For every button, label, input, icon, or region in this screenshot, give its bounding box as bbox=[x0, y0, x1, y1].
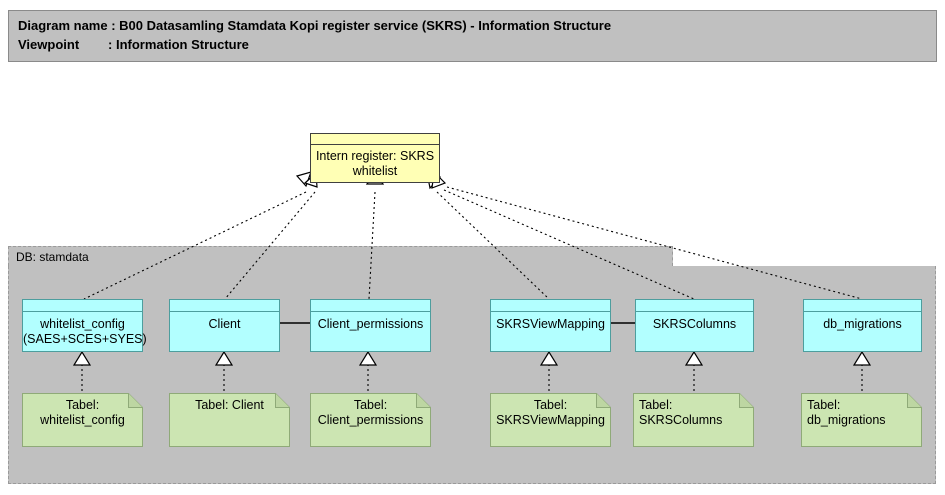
note-shape bbox=[310, 393, 431, 447]
note-label: Tabel: Client_permissions bbox=[317, 398, 424, 427]
diagram-header: Diagram name : B00 Datasamling Stamdata … bbox=[8, 10, 937, 62]
note-label: Tabel: Client bbox=[195, 398, 264, 412]
group-label: DB: stamdata bbox=[16, 250, 89, 264]
note-tabel-client-permissions[interactable]: Tabel: Client_permissions bbox=[310, 393, 431, 447]
node-client[interactable]: Client bbox=[169, 299, 280, 352]
node-header-strip bbox=[491, 300, 610, 312]
node-label: Client_permissions bbox=[317, 317, 424, 331]
node-label: db_migrations bbox=[823, 317, 902, 331]
note-label: Tabel: SKRSColumns bbox=[639, 398, 723, 427]
node-header-strip bbox=[636, 300, 753, 312]
node-header-strip bbox=[170, 300, 279, 312]
note-tabel-client[interactable]: Tabel: Client bbox=[169, 393, 290, 447]
note-shape bbox=[490, 393, 611, 447]
note-shape bbox=[633, 393, 754, 447]
note-label: Tabel: SKRSViewMapping bbox=[496, 398, 605, 427]
node-label: SKRSViewMapping bbox=[496, 317, 605, 331]
note-label: Tabel: db_migrations bbox=[807, 398, 886, 427]
node-client-permissions[interactable]: Client_permissions bbox=[310, 299, 431, 352]
viewpoint-line: Viewpoint : Information Structure bbox=[18, 37, 249, 52]
note-shape bbox=[169, 393, 290, 447]
node-skrsviewmapping[interactable]: SKRSViewMapping bbox=[490, 299, 611, 352]
note-tabel-db-migrations[interactable]: Tabel: db_migrations bbox=[801, 393, 922, 447]
note-tabel-whitelist-config[interactable]: Tabel: whitelist_config bbox=[22, 393, 143, 447]
note-tabel-skrscolumns[interactable]: Tabel: SKRSColumns bbox=[633, 393, 754, 447]
node-label: Client bbox=[208, 317, 241, 331]
node-whitelist-config[interactable]: whitelist_config (SAES+SCES+SYES) bbox=[22, 299, 147, 352]
note-shape bbox=[22, 393, 143, 447]
node-label: Intern register: SKRS whitelist bbox=[315, 148, 435, 178]
node-header-strip bbox=[804, 300, 921, 312]
node-db-migrations[interactable]: db_migrations bbox=[803, 299, 922, 352]
realization-arrowhead bbox=[295, 171, 312, 188]
group-tab: DB: stamdata bbox=[8, 246, 673, 266]
diagram-name-line: Diagram name : B00 Datasamling Stamdata … bbox=[18, 18, 612, 33]
group-body bbox=[8, 266, 936, 484]
node-header-strip bbox=[23, 300, 142, 312]
node-intern-register-skrs-whitelist[interactable]: Intern register: SKRS whitelist bbox=[310, 133, 440, 183]
node-skrscolumns[interactable]: SKRSColumns bbox=[635, 299, 754, 352]
node-label: SKRSColumns bbox=[652, 317, 737, 331]
note-tabel-skrsviewmapping[interactable]: Tabel: SKRSViewMapping bbox=[490, 393, 611, 447]
note-shape bbox=[801, 393, 922, 447]
group-db-stamdata[interactable]: DB: stamdata bbox=[8, 246, 936, 484]
node-header-strip bbox=[311, 134, 439, 145]
node-header-strip bbox=[311, 300, 430, 312]
node-label: whitelist_config (SAES+SCES+SYES) bbox=[23, 317, 147, 346]
note-label: Tabel: whitelist_config bbox=[40, 398, 125, 427]
